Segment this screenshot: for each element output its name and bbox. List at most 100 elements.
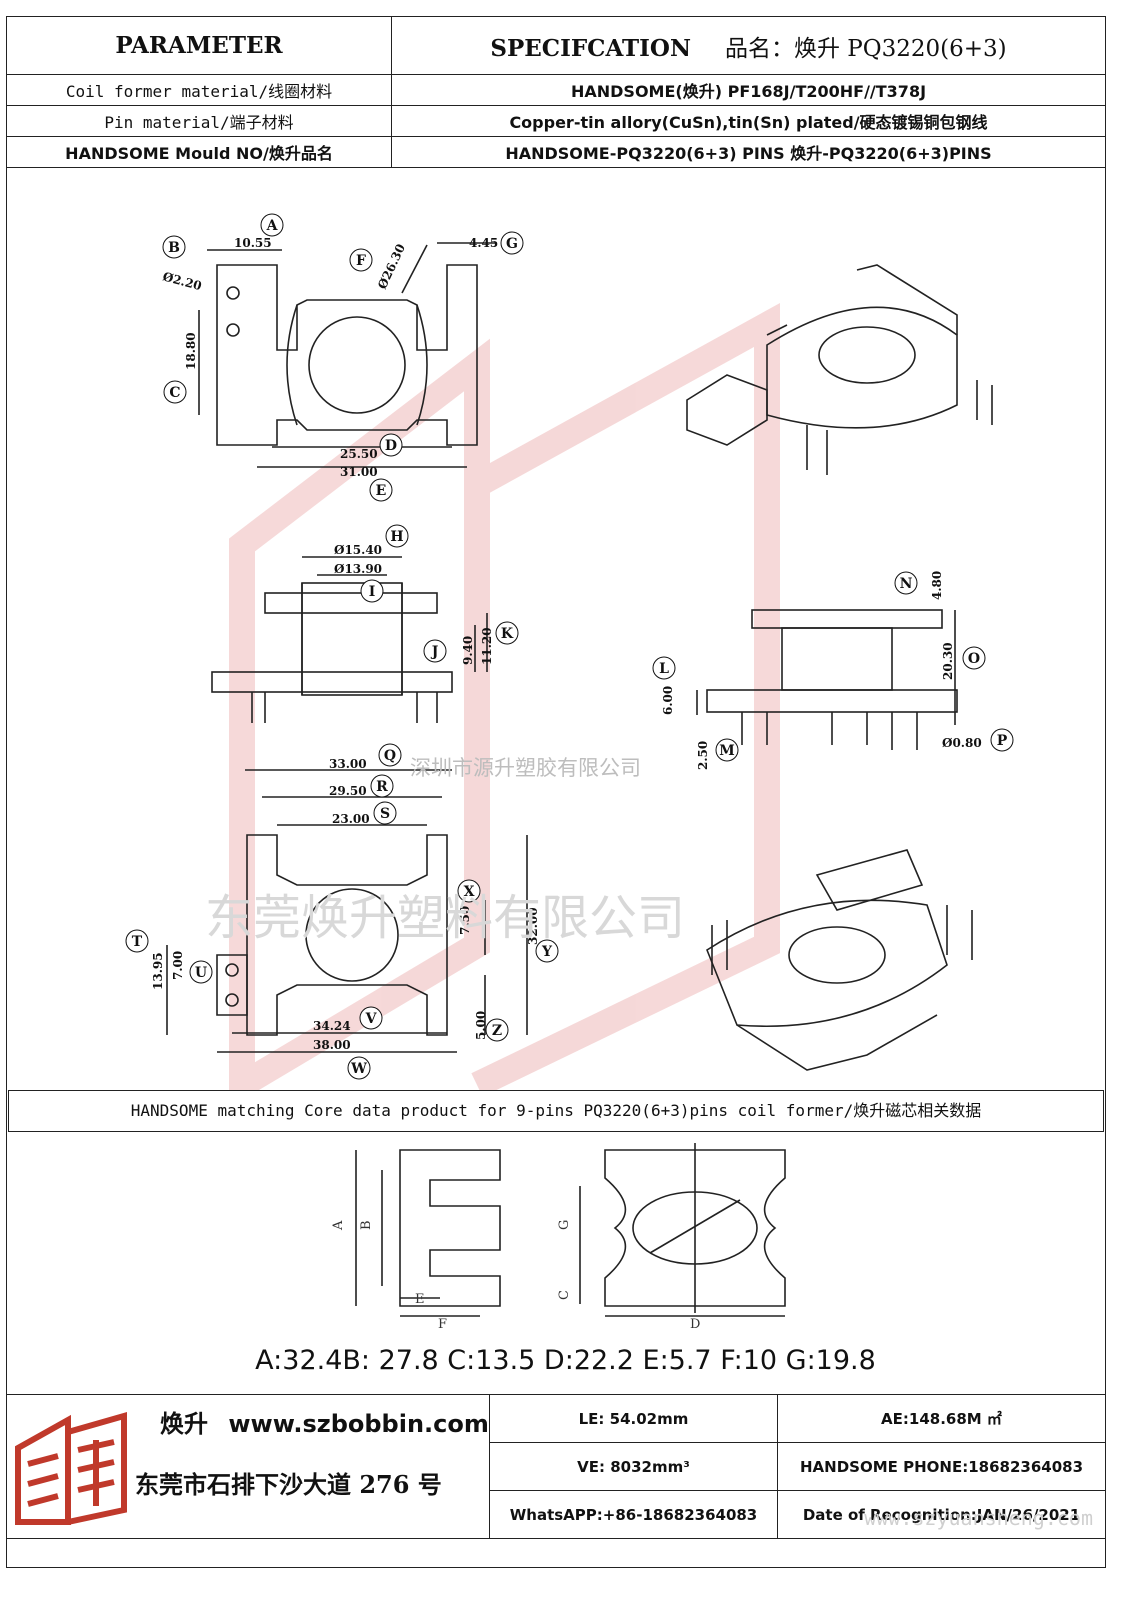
svg-text:A: A xyxy=(266,218,279,234)
dim-x-value: 7.50 xyxy=(458,906,472,935)
dim-l-value: 6.00 xyxy=(661,686,675,715)
core-data-title: HANDSOME matching Core data product for … xyxy=(8,1090,1104,1132)
svg-text:I: I xyxy=(369,584,376,600)
coil-material-value: HANDSOME(焕升) PF168J/T200HF//T378J xyxy=(391,74,1106,106)
svg-text:B: B xyxy=(168,240,180,256)
svg-text:L: L xyxy=(659,661,669,677)
pin-material-value: Copper-tin allory(CuSn),tin(Sn) plated/硬… xyxy=(391,105,1106,137)
dim-r-value: 29.50 xyxy=(329,784,367,798)
marker-h: H xyxy=(385,524,409,548)
spec-table: PARAMETER SPECIFCATION 品名：焕升 PQ3220(6+3)… xyxy=(6,16,1106,168)
specification-heading: SPECIFCATION 品名：焕升 PQ3220(6+3) xyxy=(391,16,1106,75)
dim-z-value: 5.00 xyxy=(474,1011,488,1040)
dim-p-value: Ø0.80 xyxy=(942,736,982,750)
watermark-company-dongguan: 东莞焕升塑料有限公司 xyxy=(205,890,686,946)
marker-r: R xyxy=(370,774,394,798)
dim-y-value: 32.00 xyxy=(526,907,540,945)
dim-u-value: 7.00 xyxy=(171,951,185,980)
core-label-f: F xyxy=(438,1317,447,1332)
core-label-g: G xyxy=(557,1220,572,1230)
dim-g-value: 4.45 xyxy=(469,236,498,250)
website-link[interactable]: www.szbobbin.com xyxy=(228,1410,489,1438)
svg-text:T: T xyxy=(132,934,143,950)
dim-b-value: Ø2.20 xyxy=(161,269,203,293)
marker-o: O xyxy=(962,646,986,670)
parameter-heading: PARAMETER xyxy=(6,16,392,75)
ve-value: VE: 8032mm³ xyxy=(489,1442,778,1491)
svg-text:V: V xyxy=(365,1011,378,1027)
footer-brand-line: 焕升 www.szbobbin.com xyxy=(160,1404,489,1439)
whatsapp-value: WhatsAPP:+86-18682364083 xyxy=(489,1490,778,1539)
dim-j-value: 9.40 xyxy=(461,636,475,665)
marker-a: A xyxy=(260,213,284,237)
svg-text:C: C xyxy=(169,385,180,401)
bobbin-technical-drawing: 10.55 Ø2.20 18.80 25.50 31.00 Ø26.30 4.4… xyxy=(125,213,1014,1090)
marker-m: M xyxy=(715,738,739,762)
dim-s-value: 23.00 xyxy=(332,812,370,826)
core-label-c: C xyxy=(557,1290,572,1300)
marker-g: G xyxy=(500,231,524,255)
core-label-e: E xyxy=(415,1292,425,1307)
svg-text:P: P xyxy=(997,733,1008,749)
marker-z: Z xyxy=(485,1018,509,1042)
svg-text:G: G xyxy=(506,236,518,252)
footer-table: LE: 54.02mm AE:148.68M ㎡ VE: 8032mm³ HAN… xyxy=(6,1394,1106,1539)
svg-text:J: J xyxy=(430,644,439,660)
marker-j: J xyxy=(423,639,447,663)
svg-text:X: X xyxy=(464,884,475,900)
marker-y: Y xyxy=(535,939,559,963)
svg-text:E: E xyxy=(376,483,387,499)
pin-material-label: Pin material/端子材料 xyxy=(6,105,392,137)
core-drawing: A B C D E F G xyxy=(331,1143,786,1332)
front-view xyxy=(211,582,453,723)
svg-text:H: H xyxy=(390,529,403,545)
product-name: 品名：焕升 PQ3220(6+3) xyxy=(725,35,1007,62)
marker-x: X xyxy=(457,879,481,903)
svg-text:W: W xyxy=(350,1061,367,1077)
core-label-b: B xyxy=(359,1220,374,1230)
dim-q-value: 33.00 xyxy=(329,757,367,771)
date-value: Date of Recognition:JAN/26/2021 xyxy=(777,1490,1106,1539)
marker-w: W xyxy=(347,1056,371,1080)
svg-text:Z: Z xyxy=(492,1023,502,1039)
svg-text:R: R xyxy=(376,779,388,795)
marker-i: I xyxy=(360,579,384,603)
marker-f: F xyxy=(349,248,373,272)
phone-value: HANDSOME PHONE:18682364083 xyxy=(777,1442,1106,1491)
ae-value: AE:148.68M ㎡ xyxy=(777,1394,1106,1443)
marker-n: N xyxy=(894,571,918,595)
bottom-view xyxy=(216,834,448,1036)
marker-l: L xyxy=(652,656,676,680)
watermark-url: www.szyuansheng.com xyxy=(864,1506,1093,1530)
watermark-logo xyxy=(229,302,780,1090)
coil-material-label: Coil former material/线圈材料 xyxy=(6,74,392,106)
core-label-d: D xyxy=(690,1317,700,1332)
svg-text:U: U xyxy=(195,965,207,981)
dim-t-value: 13.95 xyxy=(151,952,165,990)
marker-b: B xyxy=(162,235,186,259)
dim-w-value: 38.00 xyxy=(313,1038,351,1052)
isometric-view-bottom xyxy=(706,849,973,1071)
marker-u: U xyxy=(189,960,213,984)
svg-text:Y: Y xyxy=(541,944,553,960)
svg-text:Q: Q xyxy=(384,748,396,764)
core-label-a: A xyxy=(331,1220,346,1231)
le-value: LE: 54.02mm xyxy=(489,1394,778,1443)
marker-c: C xyxy=(163,380,187,404)
watermark-company-shenzhen: 深圳市源升塑胶有限公司 xyxy=(410,756,641,780)
marker-s: S xyxy=(373,801,397,825)
svg-text:K: K xyxy=(501,626,514,642)
mould-no-label: HANDSOME Mould NO/焕升品名 xyxy=(6,136,392,168)
svg-text:O: O xyxy=(968,651,980,667)
dim-v-value: 34.24 xyxy=(313,1019,351,1033)
dim-h-value: Ø15.40 xyxy=(334,543,382,557)
dim-c-value: 18.80 xyxy=(184,332,198,370)
side-view xyxy=(706,609,958,750)
dim-n-value: 4.80 xyxy=(930,571,944,600)
mould-no-value: HANDSOME-PQ3220(6+3) PINS 焕升-PQ3220(6+3)… xyxy=(391,136,1106,168)
dim-o-value: 20.30 xyxy=(941,642,955,680)
marker-p: P xyxy=(990,728,1014,752)
brand-name: 焕升 xyxy=(160,1409,208,1438)
svg-text:M: M xyxy=(719,743,735,759)
handsome-logo xyxy=(15,1412,127,1525)
